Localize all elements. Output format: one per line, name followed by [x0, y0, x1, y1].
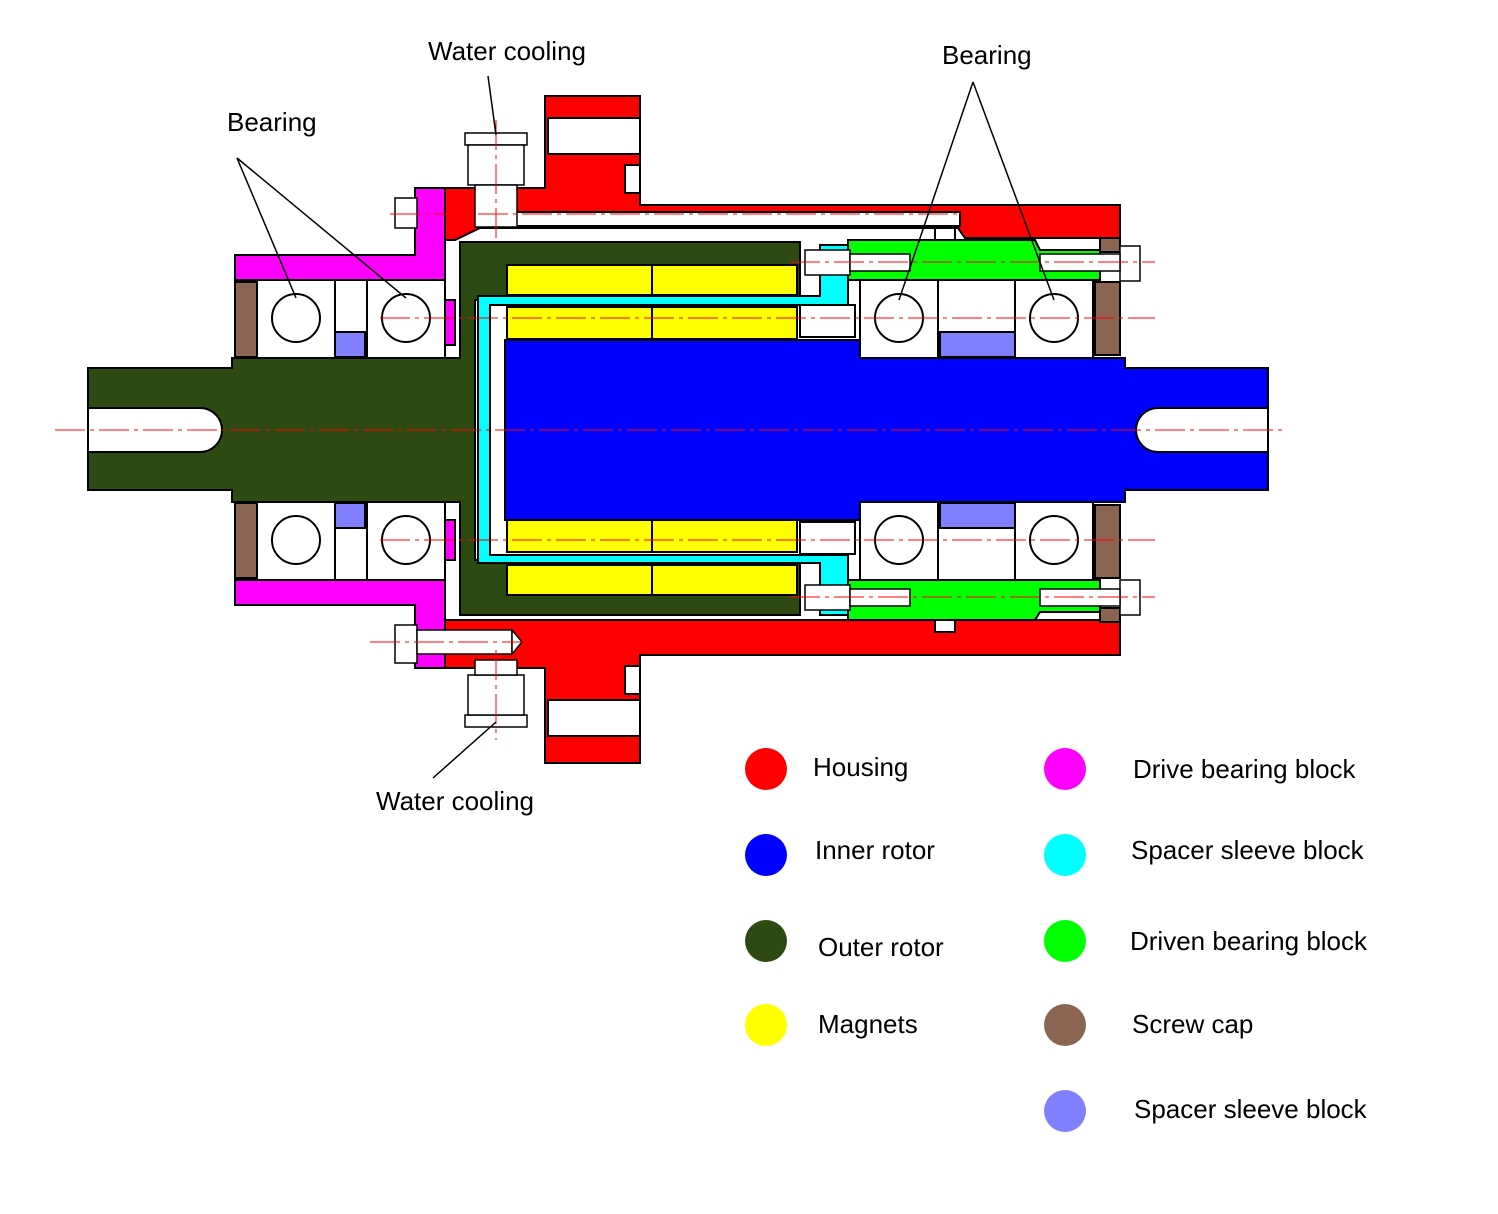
- legend-swatch: [1044, 834, 1086, 876]
- leader-lines: [236, 75, 1055, 779]
- legend-item-screw-cap: Screw cap: [1044, 1004, 1253, 1046]
- legend-item-inner-rotor: Inner rotor: [745, 834, 935, 876]
- legend-label: Screw cap: [1132, 1009, 1253, 1039]
- legend-swatch: [745, 920, 787, 962]
- centerlines: [55, 120, 1285, 740]
- legend-item-drive-bearing-block: Drive bearing block: [1044, 748, 1357, 790]
- legend: Housing Inner rotor Outer rotor Magnets …: [745, 748, 1368, 1132]
- legend-item-magnets: Magnets: [745, 1004, 918, 1046]
- legend-label: Magnets: [818, 1009, 918, 1039]
- legend-item-driven-bearing-block: Driven bearing block: [1044, 920, 1368, 962]
- legend-swatch: [1044, 748, 1086, 790]
- legend-item-outer-rotor: Outer rotor: [745, 920, 944, 962]
- legend-label: Driven bearing block: [1130, 926, 1368, 956]
- bearing-left-label: Bearing: [227, 107, 317, 137]
- legend-swatch: [1044, 920, 1086, 962]
- legend-label: Inner rotor: [815, 835, 935, 865]
- legend-item-housing: Housing: [745, 748, 908, 790]
- legend-label: Outer rotor: [818, 932, 944, 962]
- legend-swatch: [745, 834, 787, 876]
- legend-label: Housing: [813, 752, 908, 782]
- legend-swatch: [1044, 1090, 1086, 1132]
- legend-item-spacer-sleeve-block-lightblue: Spacer sleeve block: [1044, 1090, 1368, 1132]
- bearing-right-label: Bearing: [942, 40, 1032, 70]
- bearings: [256, 279, 1094, 581]
- legend-swatch: [745, 748, 787, 790]
- legend-swatch: [1044, 1004, 1086, 1046]
- water-cooling-top-label: Water cooling: [428, 36, 586, 66]
- spacer-sleeve-lightblue: [334, 331, 1016, 529]
- spacer-sleeve-cyan: [477, 244, 849, 616]
- water-cooling-bottom-label: Water cooling: [376, 786, 534, 816]
- legend-label: Spacer sleeve block: [1131, 835, 1365, 865]
- legend-label: Spacer sleeve block: [1134, 1094, 1368, 1124]
- legend-swatch: [745, 1004, 787, 1046]
- legend-label: Drive bearing block: [1133, 754, 1357, 784]
- legend-item-spacer-sleeve-block-cyan: Spacer sleeve block: [1044, 834, 1365, 876]
